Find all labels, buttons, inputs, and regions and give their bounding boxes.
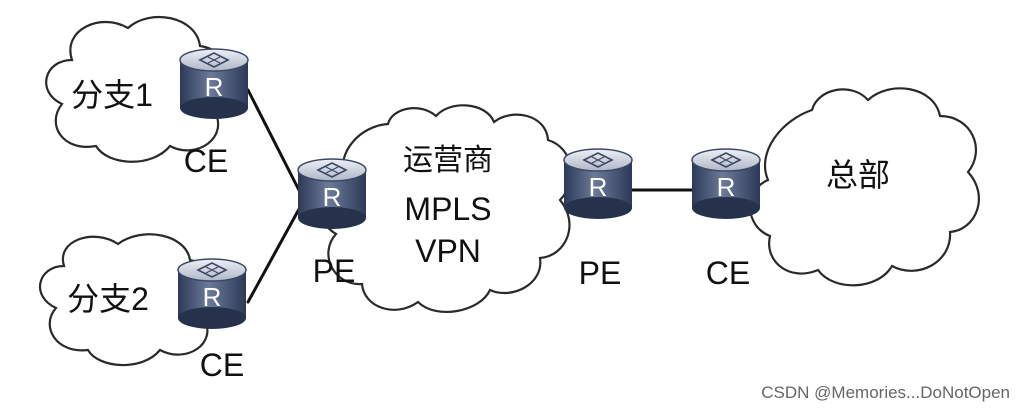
link-ce2-pe [246,198,306,304]
router-ce-hq: R [691,148,761,220]
router-pe-left: R [297,158,367,230]
pe-left-label: PE [313,253,356,289]
router-letter: R [205,72,224,102]
router-letter: R [323,182,342,212]
cloud-provider-label-line2: MPLS [404,191,491,227]
ce-branch2-label: CE [200,347,244,383]
ce-branch1-label: CE [184,143,228,179]
cloud-branch1-label: 分支1 [71,77,153,113]
link-ce1-pe [246,88,306,202]
cloud-provider-label-line1: 运营商 [403,144,493,177]
router-letter: R [203,282,222,312]
cloud-provider-label-line3: VPN [415,233,481,269]
router-letter: R [589,172,608,202]
router-ce-branch1: R [179,48,249,120]
cloud-provider: 运营商 MPLS VPN [319,104,573,313]
ce-hq-label: CE [706,255,750,291]
router-pe-right: R [563,148,633,220]
links [246,88,698,304]
router-letter: R [717,172,736,202]
cloud-hq-label: 总部 [826,157,890,193]
cloud-branch2-label: 分支2 [67,281,149,317]
router-ce-branch2: R [177,258,247,330]
cloud-hq: 总部 [749,87,980,287]
pe-right-label: PE [579,255,622,291]
cloud-branch2: 分支2 [38,233,219,367]
cloud-branch1: 分支1 [45,15,230,163]
watermark: CSDN @Memories...DoNotOpen [761,383,1010,402]
